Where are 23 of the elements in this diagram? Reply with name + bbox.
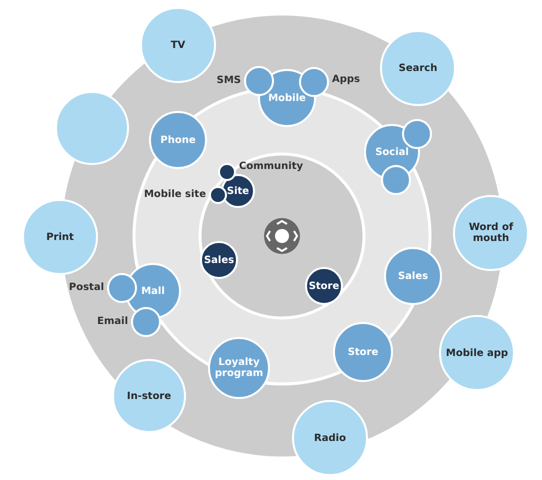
bubble-label: Word of mouth: [468, 222, 514, 244]
bubble-caption: SMS: [216, 75, 241, 87]
bubble-caption: Email: [97, 316, 128, 328]
bubble-label: Mobile app: [446, 348, 508, 358]
bubble-caption: Apps: [332, 74, 360, 86]
bubble-label: Social: [375, 146, 409, 158]
bubble-label: Sales: [398, 270, 428, 282]
bubble-label: Store: [348, 346, 378, 358]
bubble-label: Search: [398, 62, 438, 74]
bubble-label: TV: [170, 40, 186, 50]
bubble-label: Radio: [314, 432, 346, 444]
bubble-caption: Postal: [68, 282, 104, 294]
bubble-label: Site: [226, 186, 250, 196]
bubble-label: Mall: [141, 286, 165, 296]
bubble-label: In-store: [126, 390, 172, 402]
bubble-label: Mobile: [268, 92, 306, 104]
bubble-label: Phone: [160, 134, 196, 146]
bubble-label: Print: [46, 232, 74, 242]
bubble-caption: Community: [239, 161, 304, 173]
bubble-label: Loyalty program: [214, 357, 264, 379]
bubble-label: Store: [308, 280, 340, 292]
bubble-label: Sales: [204, 254, 234, 266]
bubble-caption: Mobile site: [144, 189, 206, 201]
